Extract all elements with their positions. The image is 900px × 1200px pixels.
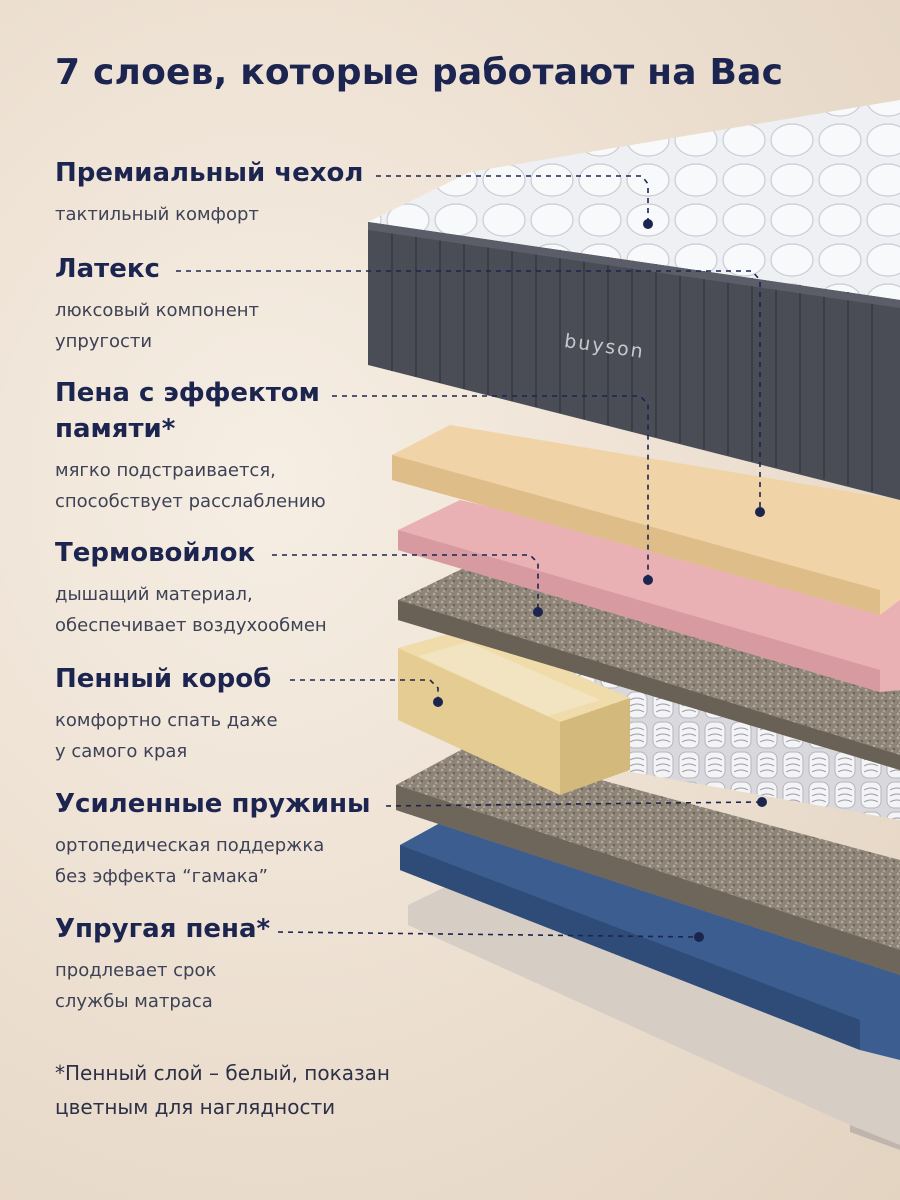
lower-felt-layer bbox=[396, 745, 900, 975]
feature-desc: люксовый компонент упругости bbox=[55, 300, 260, 352]
footnote: *Пенный слой – белый, показан цветным дл… bbox=[55, 1061, 390, 1119]
feature-desc: продлевает срок службы матраса bbox=[55, 960, 217, 1012]
feature-name: Термовойлок bbox=[55, 538, 256, 568]
feature-reinforced-springs: Усиленные пружины ортопедическая поддерж… bbox=[55, 786, 371, 892]
feature-premium-cover: Премиальный чехол тактильный комфорт bbox=[55, 155, 363, 230]
foam-box-layer bbox=[398, 628, 630, 795]
feature-name: Усиленные пружины bbox=[55, 789, 371, 819]
feature-desc: дышащий материал, обеспечивает воздухооб… bbox=[55, 584, 327, 636]
feature-elastic-foam: Упругая пена* продлевает срок службы мат… bbox=[55, 911, 270, 1017]
feature-desc: ортопедическая поддержка без эффекта “га… bbox=[55, 835, 325, 887]
leader-dots bbox=[433, 219, 767, 942]
mattress-cover bbox=[368, 100, 900, 500]
memory-foam-layer bbox=[398, 500, 900, 692]
feature-name: Пенный короб bbox=[55, 664, 272, 694]
feature-name: Латекс bbox=[55, 254, 160, 284]
feature-desc: тактильный комфорт bbox=[55, 204, 259, 225]
feature-desc: комфортно спать даже у самого края bbox=[55, 710, 278, 762]
latex-layer bbox=[392, 425, 900, 615]
feature-desc: мягко подстраивается, способствует рассл… bbox=[55, 460, 326, 512]
feature-memory-foam: Пена с эффектом памяти* мягко подстраива… bbox=[55, 375, 326, 517]
feature-name: Упругая пена* bbox=[55, 914, 271, 944]
feature-foam-box: Пенный короб комфортно спать даже у само… bbox=[55, 661, 278, 767]
page-title: 7 слоев, которые работают на Вас bbox=[55, 52, 784, 93]
upper-felt-layer bbox=[398, 565, 900, 770]
feature-latex: Латекс люксовый компонент упругости bbox=[55, 251, 259, 357]
leader-lines bbox=[176, 175, 761, 938]
feature-name: Пена с эффектом памяти* bbox=[55, 378, 320, 444]
feature-name: Премиальный чехол bbox=[55, 158, 364, 188]
feature-thermal-felt: Термовойлок дышащий материал, обеспечива… bbox=[55, 535, 327, 641]
bottom-cover-layer bbox=[408, 875, 900, 1150]
